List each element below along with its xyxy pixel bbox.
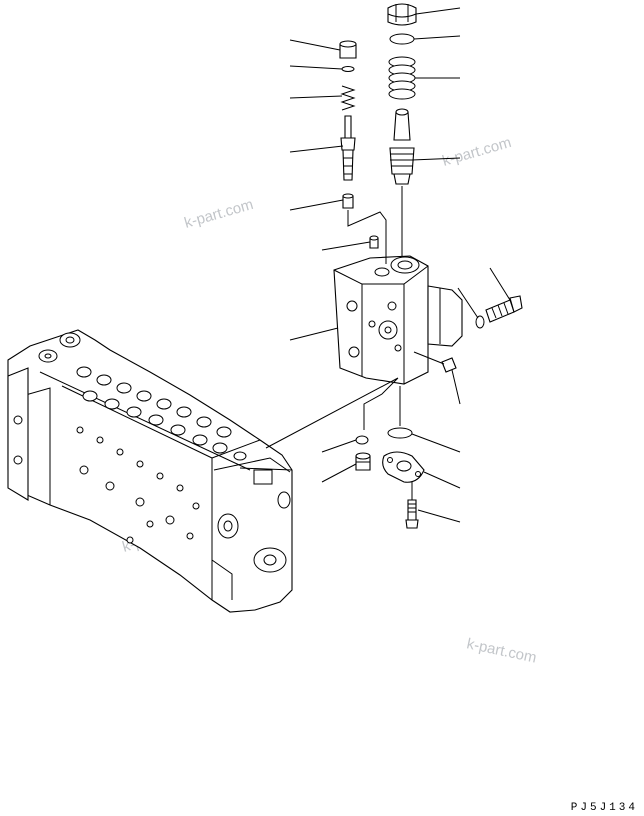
screw-small	[369, 235, 379, 249]
plug-side	[441, 357, 457, 373]
leader-lines	[289, 7, 511, 523]
watermark-2: k-part.com	[440, 134, 513, 170]
spring-large	[388, 56, 416, 100]
bolt-bottom	[405, 499, 419, 529]
plug-lower-left	[355, 452, 371, 471]
washer	[475, 315, 485, 329]
watermark-1: k-part.com	[182, 196, 255, 232]
watermark-4: k-part.com	[465, 635, 538, 666]
bolt-side	[485, 295, 523, 323]
connector-lower-left	[265, 377, 399, 449]
plug-top	[387, 3, 417, 26]
flange	[382, 451, 425, 483]
o-ring-top	[389, 33, 415, 45]
o-ring-small	[341, 66, 355, 72]
drawing-code: PJ5J134	[570, 802, 638, 814]
plug-small	[339, 40, 357, 59]
spring-small	[340, 85, 356, 111]
valve-stem	[340, 115, 356, 181]
connector-side	[413, 351, 445, 365]
spool-poppet	[389, 108, 415, 185]
o-ring-lower-left	[355, 435, 369, 445]
check-valve	[342, 193, 354, 209]
control-valve-assembly	[7, 329, 293, 613]
o-ring-bottom	[387, 427, 413, 439]
connector-left-stack	[347, 210, 387, 264]
valve-block	[333, 255, 463, 385]
